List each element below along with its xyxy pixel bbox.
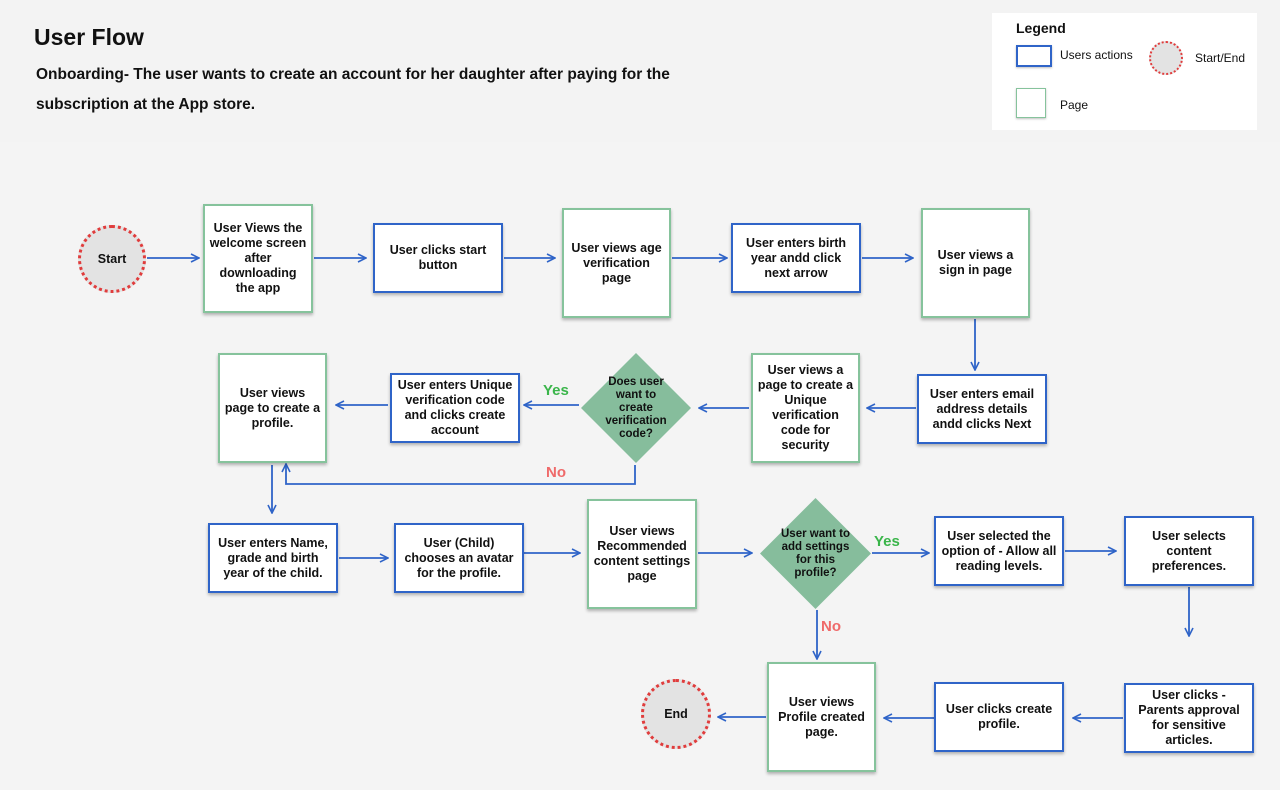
- age-verification-page: User views age verification page: [562, 208, 671, 318]
- parents-approval-action: User clicks - Parents approval for sensi…: [1124, 683, 1254, 753]
- allow-reading-levels-action: User selected the option of - Allow all …: [934, 516, 1064, 586]
- yes-label: Yes: [874, 533, 900, 550]
- legend-terminal-label: Start/End: [1195, 51, 1246, 65]
- welcome-screen-page: User Views the welcome screen after down…: [203, 204, 313, 313]
- legend-action-swatch: [1016, 45, 1052, 67]
- decision-diamond: [581, 353, 691, 463]
- legend-page-label: Page: [1060, 98, 1089, 112]
- content-preferences-action: User selects content preferences.: [1124, 516, 1254, 586]
- verification-code-page: User views a page to create a Unique ver…: [751, 353, 860, 463]
- end-node: End: [641, 679, 711, 749]
- page-title: User Flow: [34, 24, 144, 50]
- no-label: No: [821, 618, 841, 635]
- page-subtitle: Onboarding- The user wants to create an …: [36, 66, 670, 113]
- choose-avatar-action: User (Child) chooses an avatar for the p…: [394, 523, 524, 593]
- verification-decision: Does user want to create verification co…: [580, 352, 692, 464]
- sign-in-page: User views a sign in page: [921, 208, 1030, 318]
- no-label: No: [546, 464, 566, 481]
- verification-decision-text: Does user want to create verification co…: [605, 375, 667, 440]
- decision-diamond: [760, 498, 871, 609]
- arrow-decision-no-to-profile-page: [286, 464, 636, 485]
- click-create-profile-action: User clicks create profile.: [934, 682, 1064, 752]
- create-profile-page: User views page to create a profile.: [218, 353, 327, 463]
- settings-decision: User want to add settings for this profi…: [759, 497, 872, 610]
- settings-decision-text: User want to add settings for this profi…: [781, 527, 851, 579]
- legend-action-label: Users actions: [1060, 48, 1133, 62]
- legend-terminal-swatch: [1149, 41, 1183, 75]
- click-start-action: User clicks start button: [373, 223, 503, 293]
- enter-child-details-action: User enters Name, grade and birth year o…: [208, 523, 338, 593]
- content-settings-page: User views Recommended content settings …: [587, 499, 697, 609]
- start-node: Start: [78, 225, 146, 293]
- yes-label: Yes: [543, 382, 569, 399]
- enter-email-action: User enters email address details andd c…: [917, 374, 1047, 444]
- enter-birth-year-action: User enters birth year andd click next a…: [731, 223, 861, 293]
- legend-page-swatch: [1016, 88, 1046, 118]
- enter-code-action: User enters Unique verification code and…: [390, 373, 520, 443]
- legend-title: Legend: [1016, 20, 1066, 36]
- profile-created-page: User views Profile created page.: [767, 662, 876, 772]
- legend: Legend Users actions Start/End Page: [992, 13, 1257, 130]
